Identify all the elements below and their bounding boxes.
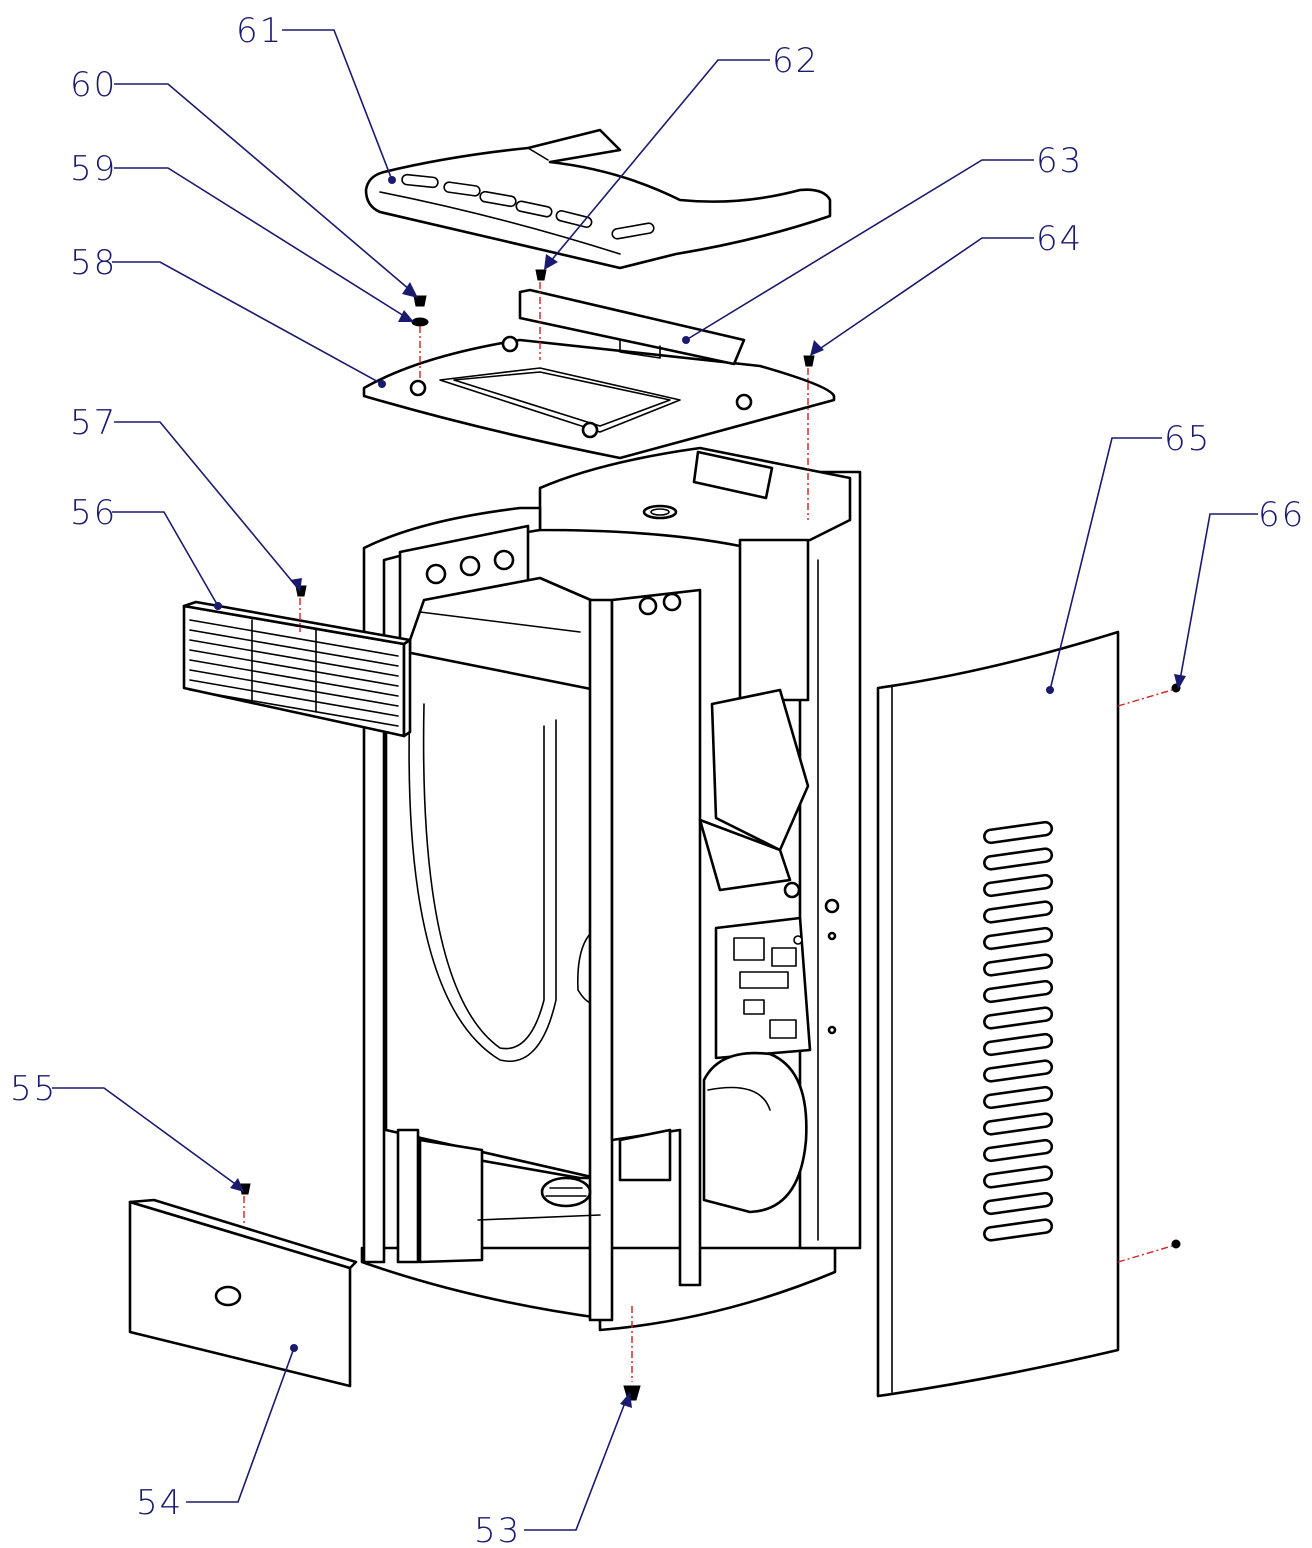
side-panel-slot [983, 926, 1054, 951]
side-panel-slot [983, 1059, 1054, 1083]
stove-body [360, 446, 862, 1332]
callout-66: 66 [1258, 495, 1305, 535]
side-panel-slot [983, 1085, 1054, 1110]
bracket-63 [518, 288, 746, 366]
side-panel-slot [983, 1032, 1054, 1057]
callouts: 61 60 59 58 62 63 64 57 56 [10, 11, 1305, 1548]
callout-53: 53 [474, 1511, 521, 1548]
callout-59: 59 [70, 149, 117, 189]
side-panel-slot [983, 1112, 1054, 1136]
callout-64: 64 [1036, 219, 1083, 259]
callout-54: 54 [136, 1483, 183, 1523]
callout-60: 60 [70, 65, 117, 105]
lower-panel-54 [128, 1198, 358, 1388]
callout-57: 57 [70, 403, 117, 443]
side-panel-slot [983, 1006, 1054, 1030]
front-grille-56 [182, 600, 412, 738]
side-panel-slot [983, 953, 1054, 977]
side-panel-slot [983, 820, 1054, 845]
side-panel-slot [983, 979, 1054, 1004]
side-panel-slot [983, 1165, 1054, 1189]
side-panel-slot [983, 1191, 1054, 1216]
side-panel-slot [983, 847, 1054, 871]
callout-62: 62 [772, 41, 819, 81]
assembly-axes [243, 282, 1173, 1382]
callout-65: 65 [1164, 419, 1211, 459]
top-cover-61 [364, 128, 832, 270]
callout-55: 55 [10, 1069, 57, 1109]
callout-56: 56 [70, 493, 117, 533]
callout-63: 63 [1036, 141, 1083, 181]
side-panel-slot [983, 1218, 1054, 1242]
side-panel-slot [983, 900, 1054, 924]
side-panel-slot [983, 873, 1054, 898]
top-plate-58 [362, 335, 836, 460]
callout-61: 61 [236, 11, 283, 51]
callout-58: 58 [70, 243, 117, 283]
side-panel-slots [983, 820, 1054, 1242]
side-panel-slot [983, 1138, 1054, 1163]
